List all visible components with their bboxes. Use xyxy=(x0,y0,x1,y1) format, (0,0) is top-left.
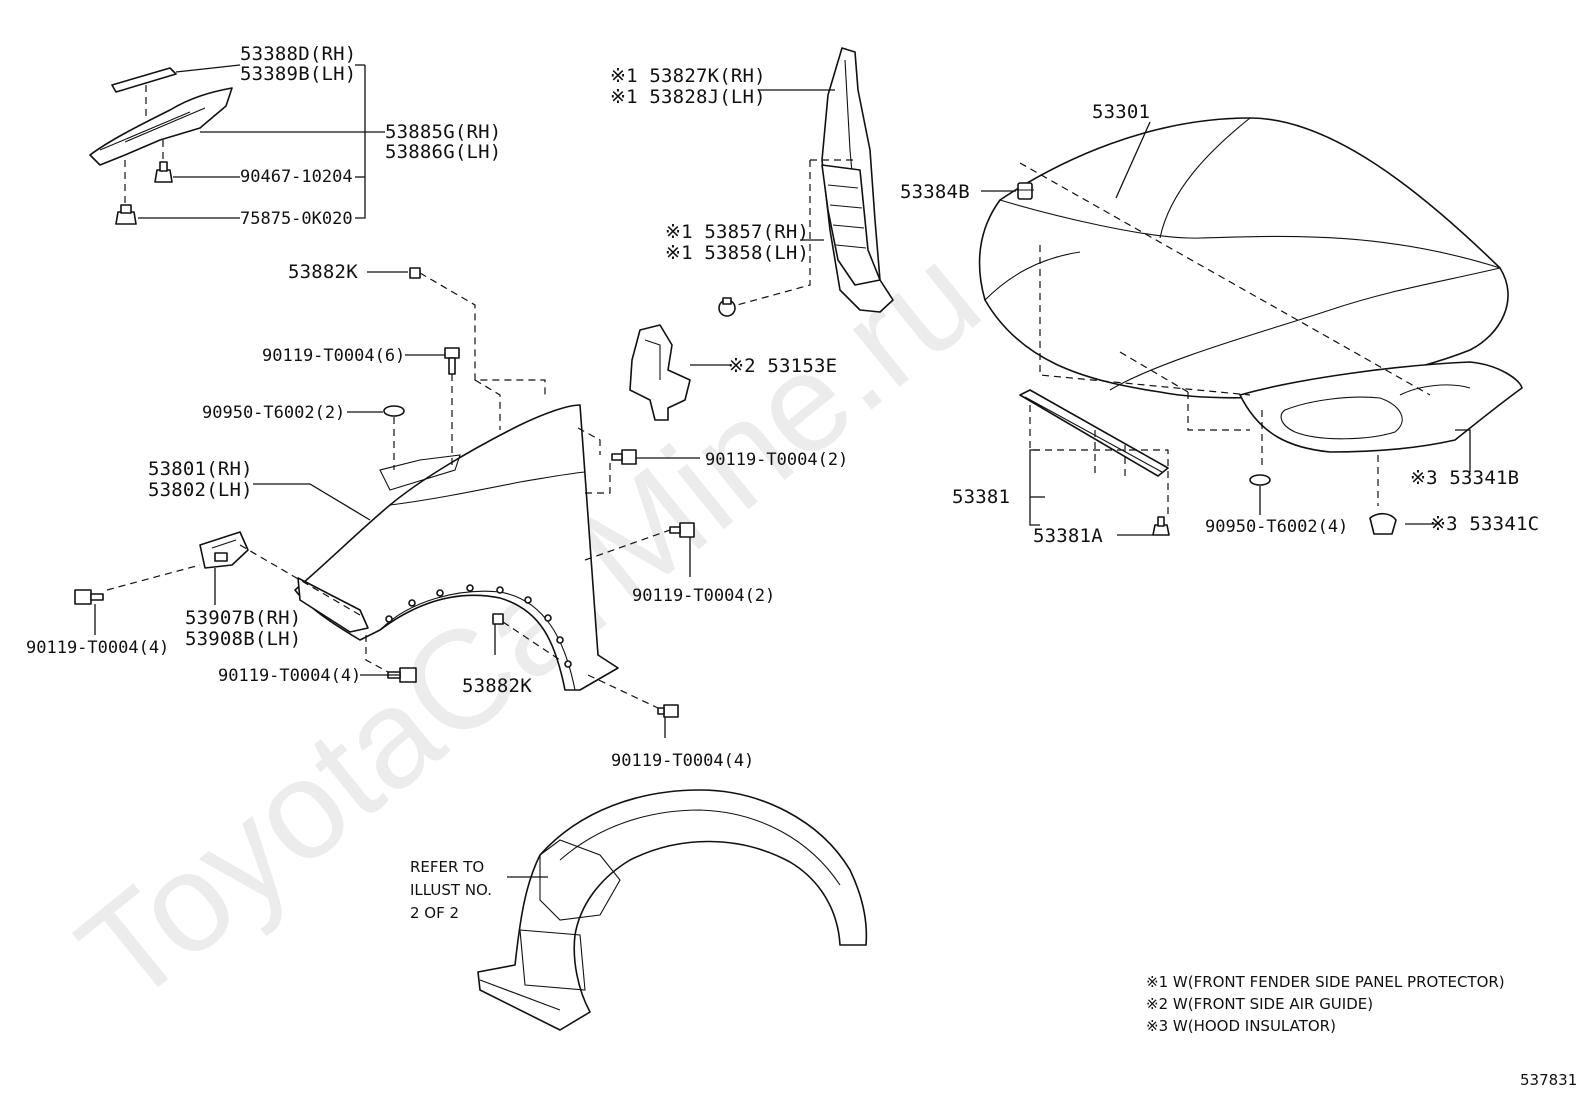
label-90119-2-top[interactable]: 90119-T0004(2) xyxy=(632,586,775,606)
label-90119-4-bottom[interactable]: 90119-T0004(4) xyxy=(611,751,754,771)
fender-protector-53857[interactable] xyxy=(821,164,881,286)
diagram-id: 537831 xyxy=(1520,1071,1577,1089)
plug-90950-hood[interactable] xyxy=(1249,474,1271,486)
bolt-90119-right[interactable] xyxy=(611,449,637,465)
label-53827K[interactable]: ※1 53827K(RH) xyxy=(610,65,766,87)
bolt-90119-6[interactable] xyxy=(444,347,460,375)
label-53384B[interactable]: 53384B xyxy=(900,181,970,203)
label-53828J[interactable]: ※1 53828J(LH) xyxy=(610,86,766,108)
label-53381A[interactable]: 53381A xyxy=(1033,525,1103,547)
label-53389B[interactable]: 53389B(LH) xyxy=(240,63,356,85)
label-90950-4[interactable]: 90950-T6002(4) xyxy=(1205,517,1348,537)
note-3: ※3 W(HOOD INSULATOR) xyxy=(1146,1017,1336,1035)
bolt-90119-bottom[interactable] xyxy=(657,704,679,718)
label-53882K-top[interactable]: 53882K xyxy=(288,261,358,283)
label-53857[interactable]: ※1 53857(RH) xyxy=(665,221,809,243)
label-53858[interactable]: ※1 53858(LH) xyxy=(665,242,809,264)
label-53301[interactable]: 53301 xyxy=(1092,101,1150,123)
cowl-side-panel-53885G[interactable] xyxy=(89,87,233,166)
label-53886G[interactable]: 53886G(LH) xyxy=(385,141,501,163)
cowl-side-seal-53388D[interactable] xyxy=(111,67,177,93)
clip-75875[interactable] xyxy=(115,204,137,225)
label-53908B[interactable]: 53908B(LH) xyxy=(185,628,301,650)
label-90119-6[interactable]: 90119-T0004(6) xyxy=(262,346,405,366)
refer-line-1: REFER TO xyxy=(410,858,484,876)
label-53882K-bottom[interactable]: 53882K xyxy=(462,675,532,697)
hood-cushion-53384B[interactable] xyxy=(1016,182,1034,200)
part-labels: 53388D(RH) 53389B(LH) 53885G(RH) 53886G(… xyxy=(26,43,1577,1089)
fender-liner xyxy=(477,789,868,1031)
label-53801[interactable]: 53801(RH) xyxy=(148,458,253,480)
label-53341B[interactable]: ※3 53341B xyxy=(1410,467,1519,489)
clip-53341C[interactable] xyxy=(1369,512,1397,535)
hood-insulator-53341B[interactable] xyxy=(1239,361,1523,453)
fender-arch-clips xyxy=(385,584,572,668)
label-90119-2-right[interactable]: 90119-T0004(2) xyxy=(705,450,848,470)
label-90467[interactable]: 90467-10204 xyxy=(240,167,353,187)
clip-53882K-bottom[interactable] xyxy=(492,613,504,625)
bolt-90119-left[interactable] xyxy=(74,589,104,605)
note-2: ※2 W(FRONT SIDE AIR GUIDE) xyxy=(1146,995,1373,1013)
label-90950-2[interactable]: 90950-T6002(2) xyxy=(202,403,345,423)
label-53341C[interactable]: ※3 53341C xyxy=(1430,513,1539,535)
label-53885G[interactable]: 53885G(RH) xyxy=(385,121,501,143)
label-90119-4-mid[interactable]: 90119-T0004(4) xyxy=(218,666,361,686)
label-90119-4-left[interactable]: 90119-T0004(4) xyxy=(26,638,169,658)
note-1: ※1 W(FRONT FENDER SIDE PANEL PROTECTOR) xyxy=(1146,973,1505,991)
label-53802[interactable]: 53802(LH) xyxy=(148,479,253,501)
hood-seal-53381[interactable] xyxy=(1019,389,1169,477)
clip-protector[interactable] xyxy=(718,297,736,317)
fender-front-bracket xyxy=(297,577,369,633)
refer-line-2: ILLUST NO. xyxy=(410,881,492,899)
label-53153E[interactable]: ※2 53153E xyxy=(728,355,837,377)
refer-line-3: 2 OF 2 xyxy=(410,904,459,922)
label-53388D[interactable]: 53388D(RH) xyxy=(240,43,356,65)
clip-53381A[interactable] xyxy=(1152,516,1170,536)
label-75875[interactable]: 75875-0K020 xyxy=(240,209,353,229)
front-fender-53801[interactable] xyxy=(294,404,619,691)
label-53381[interactable]: 53381 xyxy=(952,486,1010,508)
plug-90950-fender[interactable] xyxy=(383,405,405,417)
clip-90467[interactable] xyxy=(154,161,173,183)
clip-53882K-top[interactable] xyxy=(409,267,421,279)
fender-bracket-53907B[interactable] xyxy=(199,531,249,569)
label-53907B[interactable]: 53907B(RH) xyxy=(185,607,301,629)
hood-53301[interactable] xyxy=(978,117,1509,399)
bolt-90119-top[interactable] xyxy=(669,522,695,538)
air-guide-53153E[interactable] xyxy=(629,324,691,421)
